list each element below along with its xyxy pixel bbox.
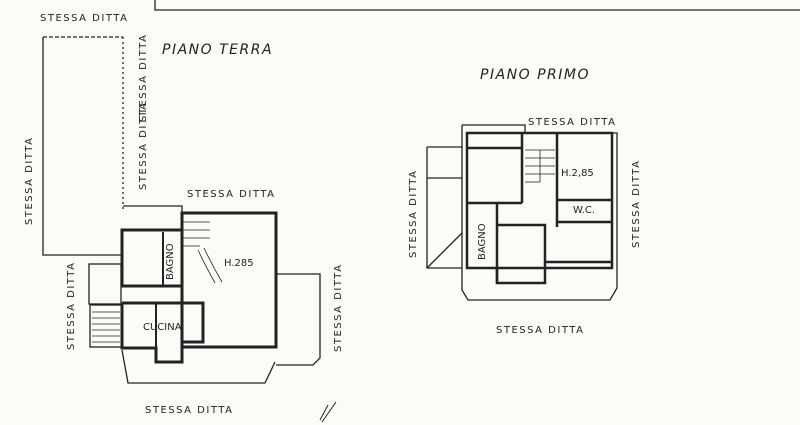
first-floor-title: PIANO PRIMO <box>480 67 590 83</box>
neighbor-label-ground-far-left: STESSA DITTA <box>24 136 35 225</box>
neighbor-label-ground-bottom: STESSA DITTA <box>145 405 234 416</box>
neighbor-label-ground-top: STESSA DITTA <box>187 189 276 200</box>
signature-mark <box>319 401 337 423</box>
first-bathroom-label: BAGNO <box>477 223 488 260</box>
neighbor-label-first-top: STESSA DITTA <box>528 117 617 128</box>
neighbor-label-first-left: STESSA DITTA <box>408 169 419 258</box>
ground-kitchen-label: CUCINA <box>143 322 182 333</box>
ground-floor-title: PIANO TERRA <box>162 42 274 58</box>
first-ceiling-height-label: H.2,85 <box>561 168 594 179</box>
neighbor-label-ground-inner-lower: STESSA DITTA <box>138 101 149 190</box>
first-floor-plan <box>426 124 618 301</box>
ground-ceiling-height-label: H.285 <box>224 258 254 269</box>
neighbor-label-first-bottom: STESSA DITTA <box>496 325 585 336</box>
neighbor-label-top-left: STESSA DITTA <box>40 13 129 24</box>
neighbor-label-ground-left: STESSA DITTA <box>66 261 77 350</box>
first-wc-label: W.C. <box>573 205 596 216</box>
ground-floor-plan <box>42 36 321 384</box>
sheet-frame <box>154 0 800 11</box>
ground-bathroom-label: BAGNO <box>165 243 176 280</box>
neighbor-label-first-right: STESSA DITTA <box>631 159 642 248</box>
neighbor-label-ground-right: STESSA DITTA <box>333 263 344 352</box>
